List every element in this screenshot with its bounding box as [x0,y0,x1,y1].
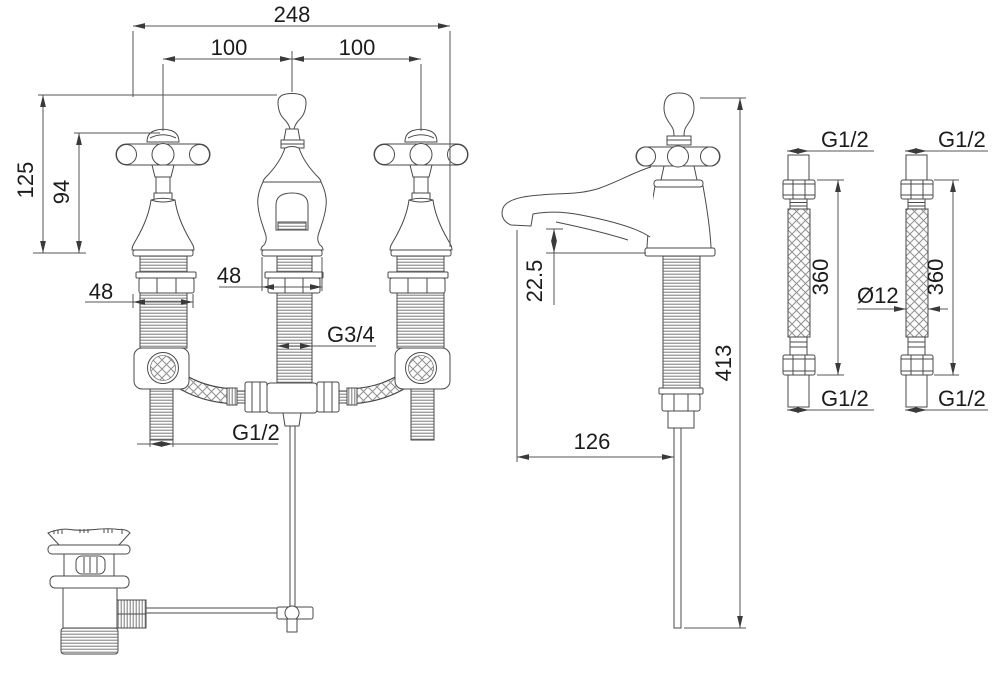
dim-hose-length-b: 360 [923,259,948,296]
dim-base-width-spout: 48 [217,263,241,288]
dim-height-spout-handle: 125 [13,162,38,199]
dim-thread-valve-tail: G1/2 [232,420,280,445]
dim-overall-width: 248 [274,2,311,27]
front-valve-right [317,129,468,440]
flexible-hoses: G1/2 G1/2 360 360 Ø12 G1/2 G1/2 [782,127,988,413]
dim-pitch-left: 100 [211,35,248,60]
front-spout-body [257,92,327,609]
dim-thread-spout: G3/4 [327,322,375,347]
dim-hose-top-thread-b: G1/2 [938,127,986,152]
front-valve-left [115,128,268,441]
dim-hose-length-a: 360 [808,259,833,296]
dim-hose-diameter: Ø12 [857,283,899,308]
front-dimensions: 248 100 100 125 94 48 48 [13,2,451,447]
side-dimensions: 22.5 126 413 [516,97,746,629]
dim-overall-height: 413 [711,345,736,382]
hose-left [782,154,816,408]
side-view: 22.5 126 413 [501,92,746,629]
pop-up-waste [47,528,314,655]
dim-hose-bottom-thread-b: G1/2 [938,386,986,411]
dim-hose-top-thread-a: G1/2 [821,127,869,152]
front-view: 248 100 100 125 94 48 48 [13,2,468,655]
dim-outlet-height: 22.5 [522,260,547,303]
dim-height-valve-handle: 94 [49,180,74,204]
hose-dimensions: G1/2 G1/2 360 360 Ø12 G1/2 G1/2 [787,127,988,413]
dim-base-width-valve: 48 [89,279,113,304]
dim-hose-bottom-thread-a: G1/2 [821,386,869,411]
dim-projection: 126 [574,429,611,454]
dim-pitch-right: 100 [339,35,376,60]
